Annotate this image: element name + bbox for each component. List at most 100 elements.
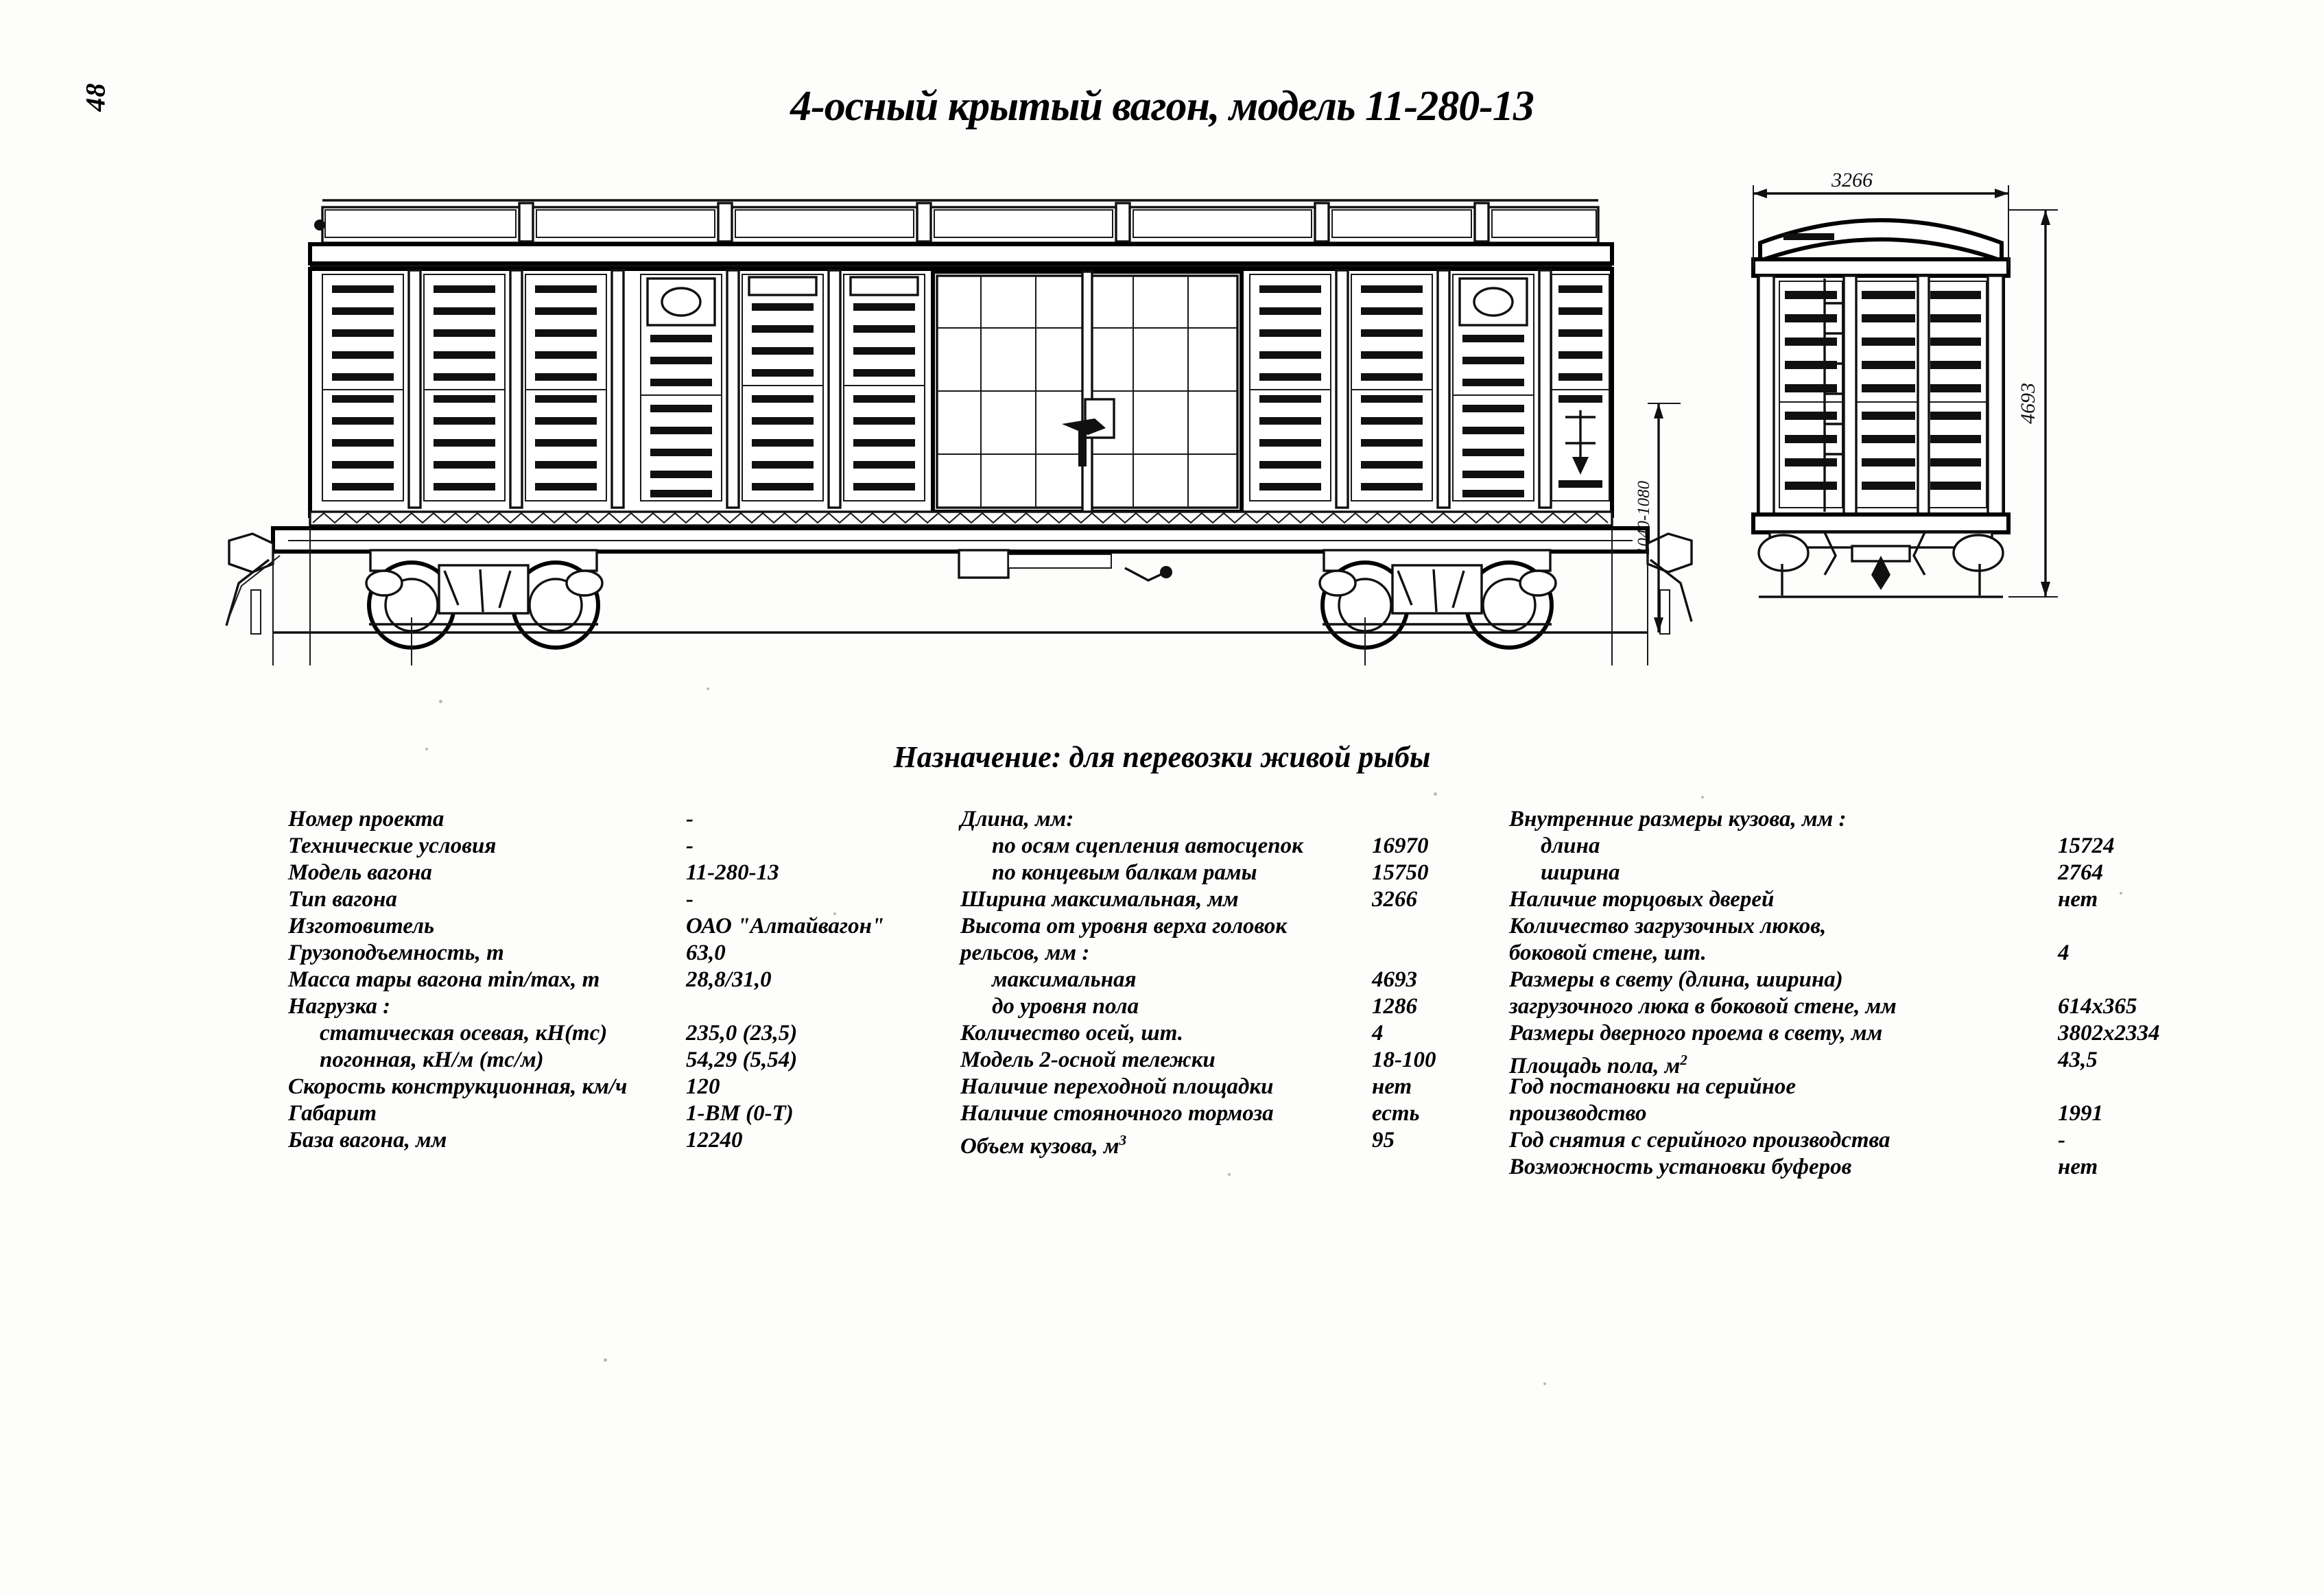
spec-label: по осям сцепления автосцепок	[992, 834, 1303, 858]
spec-label: Внутренние размеры кузова, мм :	[1509, 807, 1847, 831]
spec-row: Технические условия -	[288, 833, 960, 860]
spec-label: Год снятия с серийного производства	[1509, 1128, 1890, 1153]
spec-value: 2764	[2058, 860, 2103, 885]
coupler-left	[225, 532, 281, 635]
spec-row: Ширина максимальная, мм 3266	[960, 886, 1509, 913]
spec-row: Номер проекта-	[288, 806, 960, 833]
purpose-statement: Назначение: для перевозки живой рыбы	[893, 740, 1431, 774]
coupler-right	[1646, 532, 1693, 635]
specification-table: Номер проекта-Технические условия-Модель…	[288, 806, 2222, 1181]
spec-row: Габарит 1-ВМ (0-Т)	[288, 1100, 960, 1127]
spec-value: 11-280-13	[686, 860, 779, 885]
arrow-down-mark-icon	[1565, 410, 1596, 475]
spec-label: Количество осей, шт.	[960, 1021, 1184, 1045]
spec-label: База вагона, мм	[288, 1128, 447, 1153]
spec-value: 1286	[1372, 994, 1417, 1019]
spec-label: Модель 2-осной тележки	[960, 1048, 1216, 1072]
side-view-dimensions: 12240 15750 16970 1040-1080	[272, 403, 1681, 665]
dimension-max-height: 4693	[2017, 383, 2039, 424]
spec-label: Количество загрузочных люков,	[1509, 914, 1827, 938]
side-elevation-group	[225, 199, 1693, 650]
spec-value: -	[2058, 1128, 2065, 1153]
spec-value: -	[686, 834, 693, 858]
spec-row: рельсов, мм :	[960, 940, 1509, 967]
spec-row: Наличие торцовых дверей нет	[1509, 886, 2222, 913]
spec-row: База вагона, мм 12240	[288, 1127, 960, 1154]
spec-value: 1-ВМ (0-Т)	[686, 1101, 794, 1126]
spec-label: Год постановки на серийное	[1509, 1074, 1797, 1099]
spec-label: Наличие стояночного тормоза	[960, 1101, 1274, 1126]
door-latch-icon	[1062, 398, 1115, 466]
spec-label: Ширина максимальная, мм	[960, 887, 1239, 912]
spec-row: Наличие переходной площадки нет	[960, 1074, 1509, 1100]
spec-label: Размеры дверного проема в свету, мм	[1509, 1021, 1883, 1045]
spec-label: Возможность установки буферов	[1509, 1155, 1852, 1179]
spec-row: Тип вагона-	[288, 886, 960, 913]
spec-value: 4693	[1372, 967, 1417, 992]
spec-row: Количество осей, шт. 4	[960, 1020, 1509, 1047]
spec-row: Год постановки на серийное	[1509, 1074, 2222, 1100]
spec-row: погонная, кН/м (тс/м)54,29 (5,54)	[288, 1047, 960, 1074]
page-title: 4-осный крытый вагон, модель 11-280-13	[790, 83, 1534, 130]
spec-value: 16970	[1372, 834, 1429, 858]
spec-label: Нагрузка :	[288, 994, 391, 1019]
spec-label: Наличие торцовых дверей	[1509, 887, 1775, 912]
spec-row: по осям сцепления автосцепок 16970	[960, 833, 1509, 860]
spec-row: статическая осевая, кН(тс)235,0 (23,5)	[288, 1020, 960, 1047]
spec-value: нет	[2058, 1155, 2098, 1179]
spec-value: 3802х2334	[2058, 1021, 2160, 1045]
technical-drawing: 12240 15750 16970 1040-1080	[0, 144, 2324, 665]
spec-value: 15750	[1372, 860, 1429, 885]
spec-label: загрузочного люка в боковой стене, мм	[1509, 994, 1897, 1019]
spec-row: по концевым балкам рамы 15750	[960, 860, 1509, 886]
end-elevation-group	[1751, 218, 2011, 598]
spec-row: Высота от уровня верха головок	[960, 913, 1509, 940]
spec-row: Размеры в свету (длина, ширина)	[1509, 967, 2222, 993]
spec-row: Размеры дверного проема в свету, мм 3802х…	[1509, 1020, 2222, 1047]
spec-label: ширина	[1541, 860, 1620, 885]
spec-row: Модель вагона 11-280-13	[288, 860, 960, 886]
spec-label: Скорость конструкционная, км/ч	[288, 1074, 628, 1099]
spec-row: Модель 2-осной тележки 18-100	[960, 1047, 1509, 1074]
spec-value: 1991	[2058, 1101, 2103, 1126]
spec-value: нет	[2058, 887, 2098, 912]
spec-row: Нагрузка :	[288, 993, 960, 1020]
spec-column-general: Номер проекта-Технические условия-Модель…	[288, 806, 960, 1154]
spec-value: 18-100	[1372, 1048, 1436, 1072]
spec-value: 3266	[1372, 887, 1417, 912]
spec-label: Технические условия	[288, 834, 497, 858]
end-view-dimensions: 3266 4693	[1753, 169, 2058, 598]
spec-row: Количество загрузочных люков,	[1509, 913, 2222, 940]
spec-label: производство	[1509, 1101, 1647, 1126]
spec-label: до уровня пола	[992, 994, 1139, 1019]
spec-row: Возможность установки буферов нет	[1509, 1154, 2222, 1181]
spec-value: 120	[686, 1074, 720, 1099]
spec-value: 54,29 (5,54)	[686, 1048, 798, 1072]
spec-label: Объем кузова, м3	[960, 1132, 1127, 1159]
spec-label: по концевым балкам рамы	[992, 860, 1257, 885]
spec-row: боковой стене, шт.4	[1509, 940, 2222, 967]
spec-value: 4	[1372, 1021, 1384, 1045]
spec-label: Модель вагона	[288, 860, 432, 885]
spec-value: 15724	[2058, 834, 2115, 858]
spec-label: Высота от уровня верха головок	[960, 914, 1288, 938]
spec-label: Габарит	[288, 1101, 377, 1126]
spec-label-superscript: 2	[1680, 1052, 1687, 1068]
spec-label: Наличие переходной площадки	[960, 1074, 1274, 1099]
spec-value: 63,0	[686, 941, 726, 965]
spec-row: производство 1991	[1509, 1100, 2222, 1127]
spec-row: Внутренние размеры кузова, мм :	[1509, 806, 2222, 833]
spec-label: боковой стене, шт.	[1509, 941, 1707, 965]
spec-row: ширина 2764	[1509, 860, 2222, 886]
spec-row: до уровня пола 1286	[960, 993, 1509, 1020]
spec-value: нет	[1372, 1074, 1412, 1099]
spec-value: 12240	[686, 1128, 743, 1153]
